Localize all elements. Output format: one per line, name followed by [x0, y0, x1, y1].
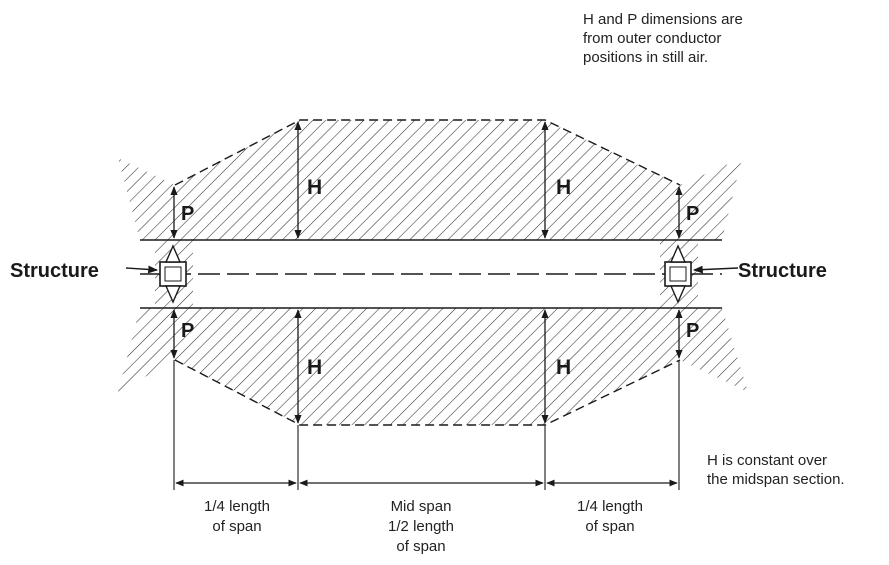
note-line: the midspan section.	[707, 471, 845, 488]
quarter-left-line-2: of span	[212, 518, 261, 535]
mid-span-line-2: 1/2 length	[388, 518, 454, 535]
h-label-top-left: H	[307, 176, 322, 199]
structure-label-right: Structure	[738, 260, 827, 282]
left-structure-pointer	[125, 265, 158, 274]
note-line: positions in still air.	[583, 49, 709, 66]
note-h-constant: H is constant over the midspan section.	[707, 451, 845, 489]
mid-span-line-3: of span	[396, 538, 445, 555]
right-structure-pointer	[693, 265, 739, 274]
h-label-bottom-left: H	[307, 356, 322, 379]
quarter-right-line-2: of span	[585, 518, 634, 535]
h-label-bottom-right: H	[556, 356, 571, 379]
h-label-top-right: H	[556, 176, 571, 199]
p-label-top-right: P	[686, 203, 699, 225]
quarter-left-line-1: 1/4 length	[204, 498, 270, 515]
note-line: H is constant over	[707, 452, 828, 469]
quarter-right-line-1: 1/4 length	[577, 498, 643, 515]
p-label-bottom-right: P	[686, 320, 699, 342]
left-structure-icon	[159, 244, 187, 304]
lower-clearance-zone	[118, 308, 748, 425]
p-label-top-left: P	[181, 203, 194, 225]
note-line: H and P dimensions are	[583, 11, 743, 28]
structure-label-left: Structure	[10, 260, 99, 282]
mid-span-line-1: Mid span	[391, 498, 452, 515]
note-line: from outer conductor	[583, 30, 722, 47]
upper-clearance-zone	[118, 120, 742, 240]
note-dimensions-reference: H and P dimensions are from outer conduc…	[583, 10, 743, 67]
right-structure-icon	[664, 244, 692, 304]
upper-envelope-line	[174, 119, 681, 186]
p-label-bottom-left: P	[181, 320, 194, 342]
lower-envelope-line	[174, 359, 681, 426]
